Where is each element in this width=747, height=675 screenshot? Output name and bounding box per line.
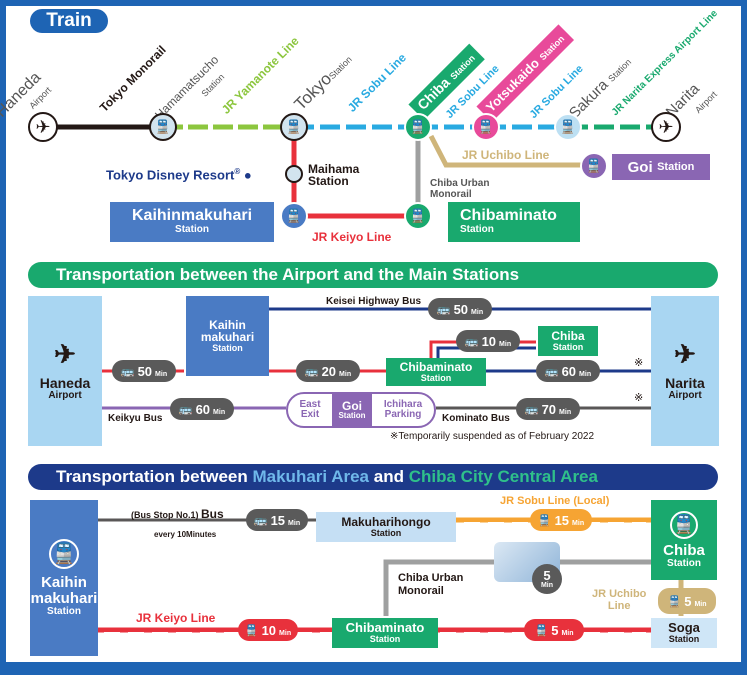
- haneda-plane-icon: ✈: [54, 338, 76, 369]
- keisei-bus-label: Keisei Highway Bus: [326, 296, 422, 307]
- uchibo-label: JR Uchibo Line: [462, 148, 550, 162]
- goi-station-box: Goi Station: [612, 154, 710, 180]
- train-title-badge: Train: [30, 9, 108, 33]
- chiba-station-icon: 🚆: [404, 113, 432, 141]
- haneda-airport-icon: ✈: [28, 112, 58, 142]
- hamamatsucho-station-icon: 🚆: [149, 113, 177, 141]
- kominato-bus-label: Kominato Bus: [442, 413, 510, 424]
- airport-section-title: Transportation between the Airport and t…: [56, 265, 520, 284]
- yotsukaido-station-icon: 🚆: [472, 113, 500, 141]
- tokyo-station-icon: 🚆: [280, 113, 308, 141]
- map-frame: Train Haneda Airport Tokyo Monorail Hama…: [0, 6, 741, 662]
- suspended-mark-2: ※: [634, 392, 644, 404]
- suspended-mark-1: ※: [634, 357, 644, 369]
- keiyo-label-s3: JR Keiyo Line: [136, 611, 216, 625]
- kaihinmakuhari-station-icon: 🚆: [280, 202, 308, 230]
- makuhari-section-banner: Transportation between Makuhari Area and…: [28, 464, 718, 490]
- every-10min-label: every 10Minutes: [154, 530, 217, 539]
- suspended-note: ※Temporarily suspended as of February 20…: [390, 431, 595, 442]
- goi-station-icon: 🚆: [580, 152, 608, 180]
- narita-airport-icon: ✈: [651, 112, 681, 142]
- airport-section-banner: Transportation between the Airport and t…: [28, 262, 718, 288]
- disney-label: Tokyo Disney Resort® ●: [106, 167, 252, 183]
- sakura-station-icon: 🚆: [554, 113, 582, 141]
- chiba-train-icon: 🚆: [670, 510, 698, 539]
- train-title: Train: [46, 10, 92, 31]
- sobu-local-label: JR Sobu Line (Local): [500, 495, 610, 507]
- maihama-station-node: [285, 165, 303, 183]
- keikyu-bus-label: Keikyu Bus: [108, 413, 163, 424]
- narita-plane-icon: ✈: [674, 338, 696, 369]
- kaihin-train-icon: 🚆: [49, 539, 79, 569]
- uchibo-line: [428, 134, 591, 168]
- chibaminato-station-icon: 🚆: [404, 202, 432, 230]
- keiyo-label: JR Keiyo Line: [312, 230, 392, 244]
- bus-stop-label: (Bus Stop No.1) Bus: [131, 507, 224, 521]
